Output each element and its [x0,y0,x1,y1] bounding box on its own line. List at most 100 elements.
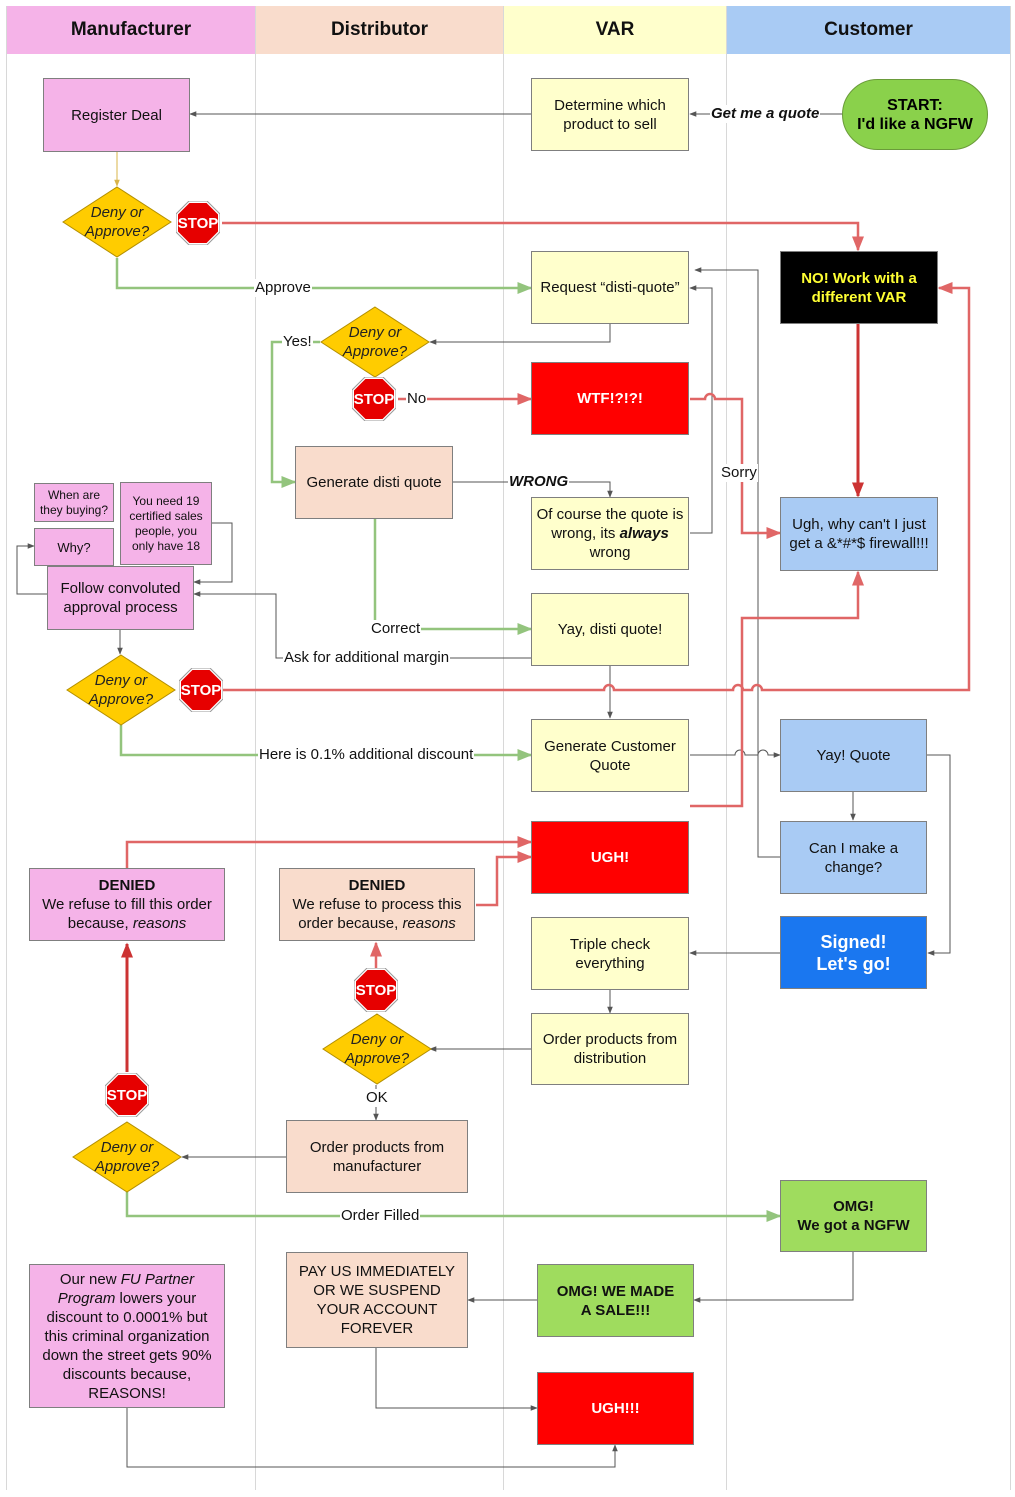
conn-ugh-firewall [690,570,864,808]
partner-program-name: FU Partner Program [57,1270,195,1307]
box-fu-partner-program[interactable]: Our new FU Partner Program lowers your d… [29,1264,225,1408]
octagon-shape [353,967,399,1013]
decision-label: Deny or Approve? [88,672,154,708]
decision-deny-approve-1[interactable]: Deny or Approve? [62,186,172,258]
box-signed[interactable]: Signed! Let's go! [780,916,927,989]
conn-yayquote-signed [927,754,951,956]
label-order-filled: Order Filled [340,1207,421,1225]
conn-wtf-ugh [690,392,782,539]
conn-gencust-yayquote [690,749,781,758]
label-margin: Ask for additional margin [283,649,451,667]
box-order-from-manufacturer[interactable]: Order products from manufacturer [286,1120,468,1193]
stop-sign-icon: STOP [104,1072,150,1118]
lane-header-manufacturer: Manufacturer [7,6,255,54]
box-denied-distributor[interactable]: DENIED We refuse to process this order b… [279,868,475,941]
ngfw-line-1: OMG! [833,1198,874,1215]
decision-deny-approve-2[interactable]: Deny or Approve? [320,306,430,378]
denied-d-title: DENIED [348,877,406,894]
box-order-from-distribution[interactable]: Order products from distribution [531,1013,689,1085]
box-denied-manufacturer[interactable]: DENIED We refuse to fill this order beca… [29,868,225,941]
box-triple-check[interactable]: Triple check everything [531,917,689,990]
box-can-i-make-change[interactable]: Can I make a change? [780,821,927,894]
octagon-shape [351,376,397,422]
label-ok: OK [365,1089,389,1107]
diamond-shape [66,654,176,726]
decision-label: Deny or Approve? [84,204,150,240]
label-sorry: Sorry [720,464,758,482]
ngfw-line-2: We got a NGFW [797,1217,910,1234]
stop-text: STOP [355,981,397,999]
box-determine-product[interactable]: Determine which product to sell [531,78,689,151]
lane-header-var: VAR [504,6,726,54]
conn-pay-ugh3 [375,1348,538,1411]
lane-manufacturer: Manufacturer [6,6,255,1490]
partner-part-1: Our new [59,1270,117,1288]
conn-sorry [689,285,713,534]
stop-sign-icon: STOP [353,967,399,1013]
diamond-shape [322,1013,432,1085]
partner-part-3: lowers your discount to 0.0001% but this… [42,1289,212,1402]
lane-header-distributor: Distributor [256,6,503,54]
decision-deny-approve-4[interactable]: Deny or Approve? [322,1013,432,1085]
conn-deniedm-ugh [125,836,533,868]
decision-deny-approve-3[interactable]: Deny or Approve? [66,654,176,726]
conn-change-request [694,267,780,858]
box-yay-disti-quote[interactable]: Yay, disti quote! [531,593,689,666]
conn-correct [373,519,533,635]
label-get-quote: Get me a quote [710,105,821,123]
decision-label: Deny or Approve? [94,1139,160,1175]
box-no-work-different-var[interactable]: NO! Work with a different VAR [780,251,938,324]
signed-line-1: Signed! [820,931,887,952]
decision-deny-approve-5[interactable]: Deny or Approve? [72,1121,182,1193]
box-yay-quote[interactable]: Yay! Quote [780,719,927,792]
box-wtf[interactable]: WTF!?!?! [531,362,689,435]
start-line-2: I'd like a NGFW [857,115,973,133]
denied-d-text: We refuse to process this order because,… [284,895,470,933]
box-ugh-3[interactable]: UGH!!! [537,1372,694,1445]
box-ugh-firewall[interactable]: Ugh, why can't I just get a &*#*$ firewa… [780,497,938,571]
quote-wrong-part-1: Of course the quote is wrong, its [536,506,684,542]
decision-label: Deny or Approve? [342,324,408,360]
quote-wrong-always: always [619,525,669,542]
box-convoluted-approval[interactable]: Follow convoluted approval process [47,566,194,630]
box-nineteen-sales-people[interactable]: You need 19 certified sales people, you … [120,482,212,565]
denied-m-body: We refuse to fill this order because, [42,896,212,932]
conn-deniedd-ugh [476,851,533,907]
denied-m-reasons: reasons [132,915,187,932]
box-why[interactable]: Why? [34,528,114,566]
denied-m-text: We refuse to fill this order because, re… [34,895,220,933]
box-we-made-sale[interactable]: OMG! WE MADE A SALE!!! [537,1264,694,1337]
quote-wrong-text: Of course the quote is wrong, its always… [536,505,684,562]
stop-sign-icon: STOP [351,376,397,422]
box-generate-customer-quote[interactable]: Generate Customer Quote [531,719,689,792]
partner-text: Our new FU Partner Program lowers your d… [34,1270,220,1403]
start-line-1: START: [887,96,943,114]
stop-sign-icon: STOP [178,667,224,713]
start-terminal[interactable]: START: I'd like a NGFW [842,79,988,150]
label-no: No [406,390,428,408]
box-generate-disti-quote[interactable]: Generate disti quote [295,446,453,519]
label-discount: Here is 0.1% additional discount [258,746,475,764]
signed-line-2: Let's go! [816,953,891,974]
box-we-got-ngfw[interactable]: OMG! We got a NGFW [780,1180,927,1252]
conn-filled [125,1192,782,1222]
box-ugh[interactable]: UGH! [531,821,689,894]
conn-approve [115,258,533,294]
denied-m-title: DENIED [98,877,156,894]
box-request-disti-quote[interactable]: Request “disti-quote” [531,251,689,324]
box-when-buying[interactable]: When are they buying? [34,483,114,522]
box-quote-wrong[interactable]: Of course the quote is wrong, its always… [531,497,689,570]
label-wrong: WRONG [508,473,570,491]
conn-partner-ugh3 [126,1408,618,1468]
denied-d-reasons: reasons [402,915,456,932]
label-correct: Correct [370,620,422,638]
box-pay-immediately[interactable]: PAY US IMMEDIATELY OR WE SUSPEND YOUR AC… [286,1252,468,1348]
box-register-deal[interactable]: Register Deal [43,78,190,152]
conn-stop1-nowork [222,221,864,252]
octagon-shape [175,200,221,246]
lane-header-customer: Customer [727,6,1010,54]
label-yes: Yes! [282,333,313,351]
conn-stop3-nowork [223,282,971,692]
stop-text: STOP [106,1086,148,1104]
decision-label: Deny or Approve? [344,1031,410,1067]
